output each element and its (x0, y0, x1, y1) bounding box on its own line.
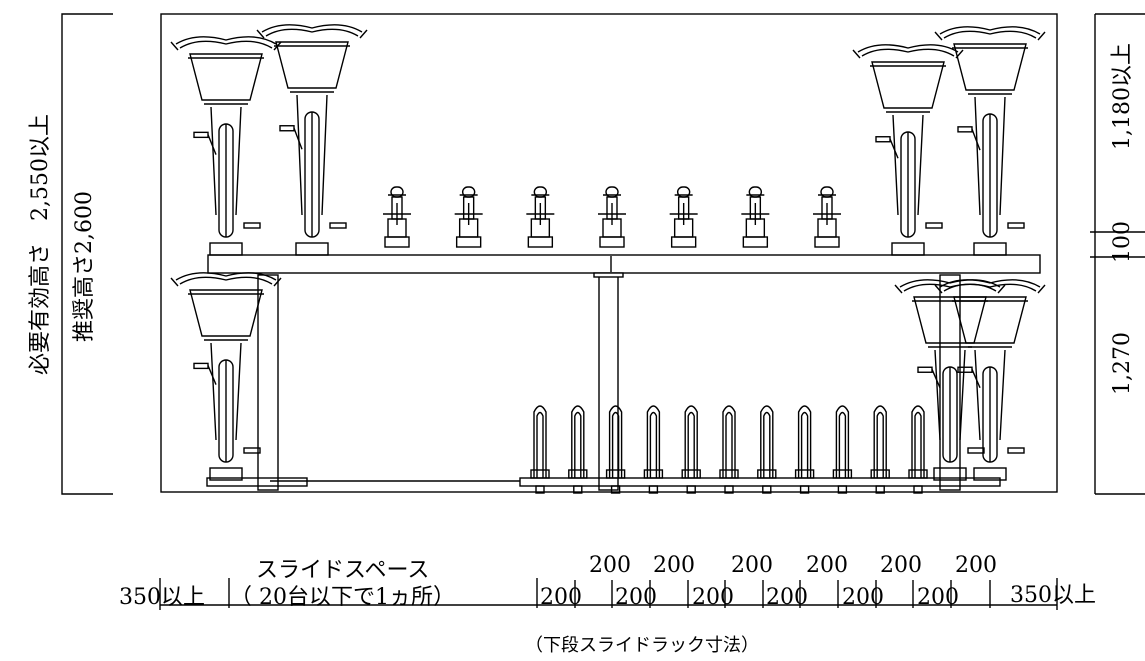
beam-height-label: 100 (1110, 221, 1135, 263)
upper-rack-stand (813, 186, 841, 248)
lower-rack-hoop (530, 405, 550, 494)
bicycle (256, 24, 368, 256)
center-post (598, 274, 619, 491)
pitch-bottom-label: 200 (766, 585, 808, 610)
lower-rack-hoop (719, 405, 739, 494)
lower-rail-left (206, 477, 308, 487)
bicycles (170, 24, 1046, 481)
lower-rack-hoop (568, 405, 588, 494)
lower-rail-main (519, 477, 1001, 487)
lower-rack-hoop (757, 405, 777, 494)
lower-rack-hoop (681, 405, 701, 494)
slide-space-title: スライドスペース (256, 558, 430, 583)
pitch-bottom-label: 200 (917, 585, 959, 610)
pitch-bottom-label: 200 (692, 585, 734, 610)
upper-rack-stand (526, 186, 555, 248)
upper-rack-stand (454, 186, 483, 248)
required-height-label: 必要有効高さ 2,550以上 (28, 114, 53, 375)
left-margin-label: 350以上 (119, 585, 205, 610)
upper-rack-stand (383, 186, 411, 248)
lower-rack-hoop (832, 405, 853, 494)
pitch-top-label: 200 (731, 553, 773, 578)
upper-rack-stand (598, 186, 626, 248)
left-dimension-bracket (61, 13, 113, 495)
recommended-height-label: 推奨高さ2,600 (72, 191, 97, 342)
lower-empty-racks (530, 405, 928, 494)
upper-rack-stand (669, 186, 698, 248)
frame-outline (160, 13, 1058, 493)
upper-beam (207, 254, 1041, 274)
upper-rack-stand (741, 186, 770, 248)
right-post (939, 274, 961, 491)
right-margin-label: 350以上 (1010, 583, 1096, 608)
bicycle (934, 279, 1046, 481)
slide-space-note: （ 20台以下で1ヵ所） (230, 585, 455, 610)
center-post-cap (593, 272, 624, 278)
bicycle (170, 36, 282, 256)
lower-rack-hoop (908, 405, 928, 494)
pitch-top-label: 200 (880, 553, 922, 578)
pitch-top-label: 200 (806, 553, 848, 578)
lower-rack-hoop (870, 405, 890, 494)
bicycle (170, 272, 282, 481)
pitch-ticks (574, 580, 991, 608)
pitch-bottom-label: 200 (540, 585, 582, 610)
bicycle (934, 26, 1046, 256)
pitch-top-label: 200 (955, 553, 997, 578)
pitch-bottom-label: 200 (842, 585, 884, 610)
upper-clearance-label: 1,180以上 (1110, 43, 1135, 150)
lower-height-label: 1,270 (1110, 332, 1135, 395)
bicycle (852, 44, 964, 256)
pitch-bottom-label: 200 (615, 585, 657, 610)
pitch-top-label: 200 (653, 553, 695, 578)
left-post (257, 274, 279, 491)
pitch-top-label: 200 (589, 553, 631, 578)
lower-rack-hoop (643, 405, 664, 494)
caption: （下段スライドラック寸法） (525, 635, 759, 656)
upper-empty-racks (383, 186, 841, 248)
lower-rack-hoop (794, 405, 815, 494)
lower-rack-hoop (605, 405, 626, 494)
